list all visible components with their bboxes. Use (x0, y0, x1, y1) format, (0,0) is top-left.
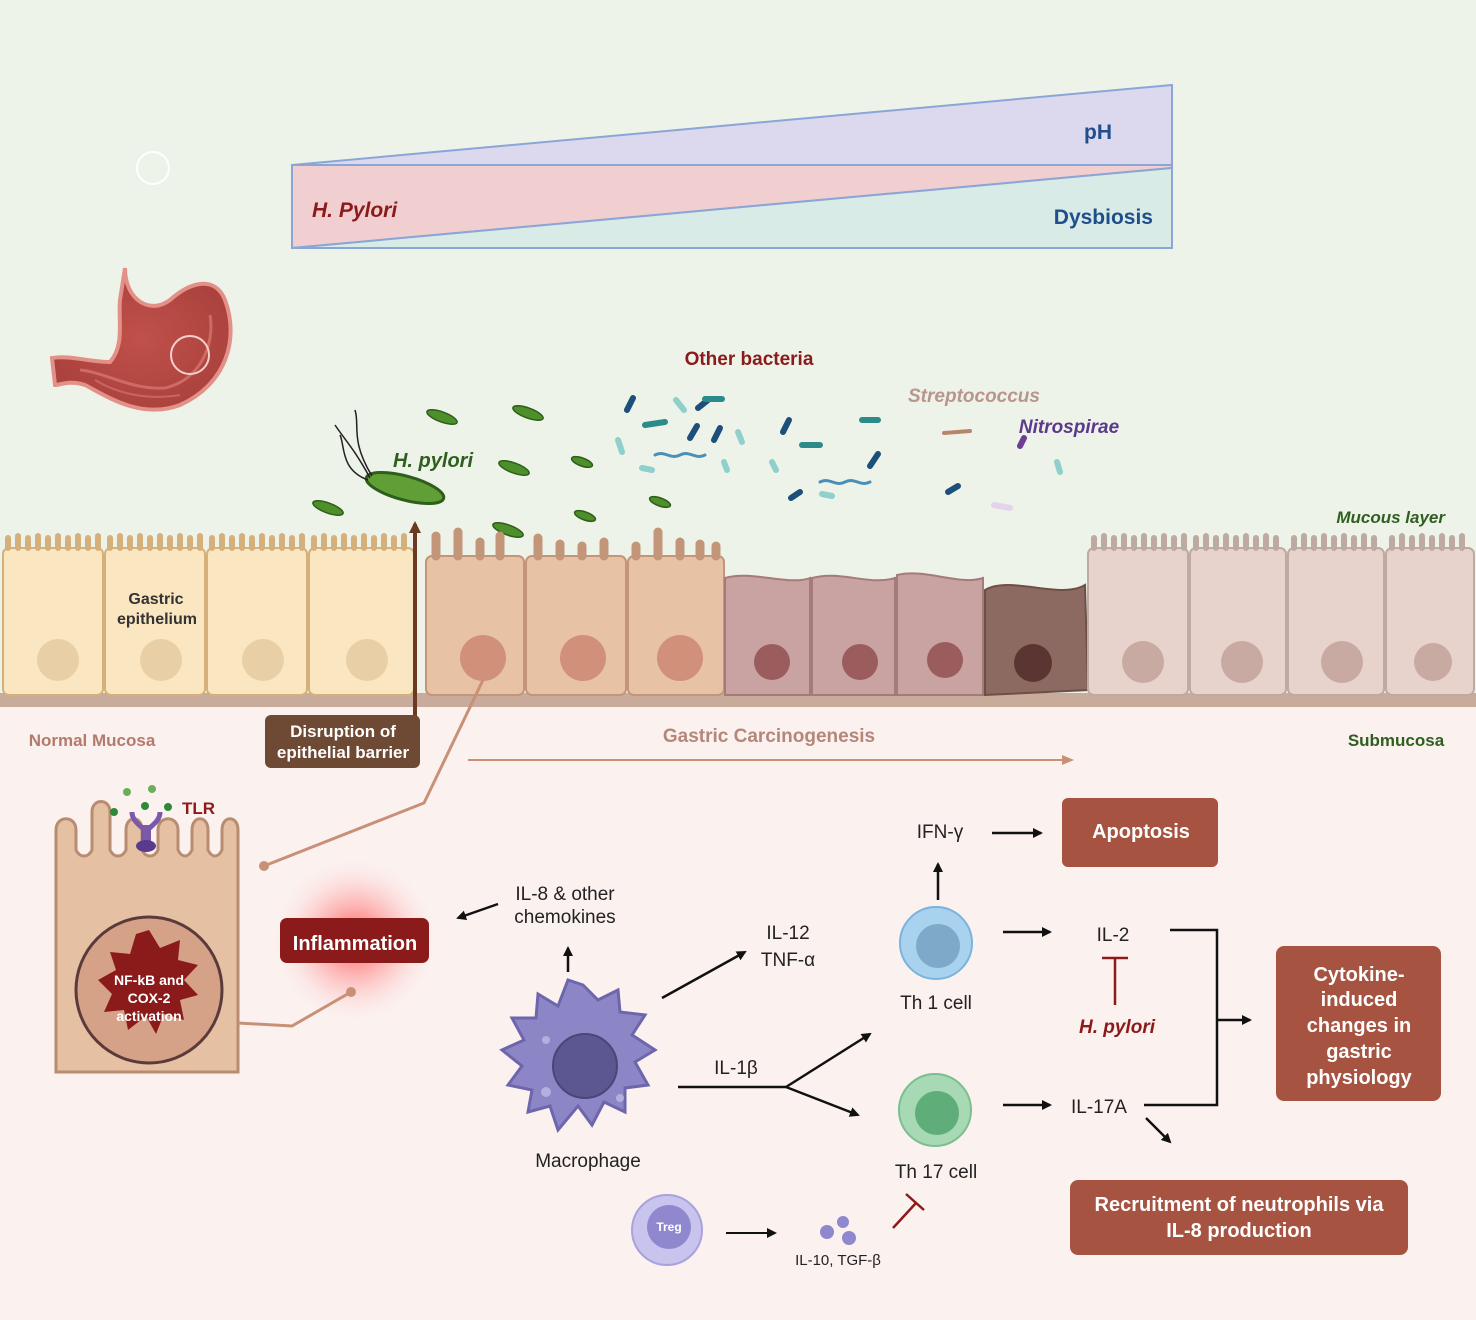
macrophage-label: Macrophage (535, 1151, 641, 1172)
convergence-bracket (1144, 928, 1219, 1107)
cytokine-label-5: physiology (1306, 1067, 1412, 1089)
il8-label-1: IL-8 & other (515, 884, 615, 905)
hpylori-gradient-label: H. Pylori (312, 199, 398, 222)
nfkb-label-1: NF-kB and (114, 972, 184, 988)
microvilli-normal (5, 533, 407, 551)
cytokine-label-3: changes in (1307, 1015, 1411, 1037)
tlr-label: TLR (182, 799, 215, 818)
th1-label: Th 1 cell (900, 993, 972, 1014)
enlarged-epithelial-cell: NF-kB and COX-2 activation TLR (54, 785, 240, 1074)
il10-label: IL-10, TGF-β (795, 1252, 881, 1269)
recruitment-box (1070, 1180, 1408, 1255)
il1b-label: IL-1β (714, 1058, 758, 1079)
inflammation-box (280, 918, 429, 963)
apoptosis-box (1062, 798, 1218, 867)
streptococcus-label: Streptococcus (908, 386, 1040, 407)
callout-line (263, 679, 485, 868)
other-bacteria-label: Other bacteria (685, 349, 814, 370)
recruitment-label-1: Recruitment of neutrophils via (1095, 1194, 1385, 1216)
hpylori-inhibit-label: H. pylori (1079, 1017, 1156, 1038)
nfkb-burst-icon (98, 930, 198, 1034)
ifng-label: IFN-γ (917, 822, 964, 843)
carcinogenesis-label: Gastric Carcinogenesis (663, 726, 875, 747)
microvilli-inflamed (431, 527, 721, 561)
hpylori-bacteria-label: H. pylori (393, 450, 473, 472)
il1b-to-th17-arrow (785, 1085, 860, 1117)
macrophage-to-il12-arrow (661, 950, 747, 1000)
to-recruitment-arrow (1145, 1117, 1172, 1144)
disruption-label-1: Disruption of (290, 722, 396, 741)
th17-label: Th 17 cell (895, 1162, 977, 1183)
gastric-epithelium-label-1: Gastric (128, 591, 183, 608)
treg-label: Treg (656, 1220, 681, 1234)
submucosa-label: Submucosa (1348, 731, 1445, 750)
disruption-box (265, 715, 420, 768)
inflammation-label: Inflammation (293, 933, 417, 955)
normal-mucosa-label: Normal Mucosa (29, 731, 156, 750)
macrophage-icon (499, 978, 658, 1134)
nfkb-label-3: activation (116, 1008, 181, 1024)
cytokine-dots-icon (820, 1216, 856, 1245)
cytokine-label-4: gastric (1326, 1041, 1392, 1063)
il12-label: IL-12 (766, 923, 809, 944)
cytokine-label-1: Cytokine- (1313, 964, 1404, 986)
bacteria-cluster: Other bacteria Streptococcus Nitrospirae… (312, 349, 1120, 538)
il8-to-inflammation-arrow (456, 902, 499, 921)
cancer-cell (984, 583, 1090, 697)
disruption-label-2: epithelial barrier (277, 743, 410, 762)
il8-label-2: chemokines (514, 907, 615, 928)
basement-membrane (0, 693, 1476, 707)
il17a-label: IL-17A (1071, 1097, 1127, 1118)
stomach-icon (49, 267, 233, 412)
magnify-circle-icon (136, 151, 170, 185)
microvilli-gray (1091, 533, 1465, 551)
nfkb-label-2: COX-2 (128, 990, 171, 1006)
dysbiosis-wedge (291, 166, 1173, 249)
tlr-receptor-icon (110, 785, 172, 852)
gastric-epithelium-label-2: epithelium (117, 611, 197, 628)
treg-inhibit-line (892, 1202, 917, 1229)
ph-label: pH (1084, 121, 1112, 144)
epithelium: Gastric epithelium Mucous layer (2, 508, 1475, 697)
gradient-panel: pH H. Pylori Dysbiosis (291, 83, 1173, 250)
cytokine-box (1276, 946, 1441, 1101)
il2-label: IL-2 (1097, 925, 1130, 946)
cytokine-label-2: induced (1321, 989, 1398, 1011)
hpylori-large-bacterium-icon (334, 409, 446, 506)
apoptosis-label: Apoptosis (1092, 821, 1190, 843)
mucous-layer-label: Mucous layer (1336, 508, 1446, 527)
recruitment-label-2: IL-8 production (1166, 1220, 1312, 1242)
tnfa-label: TNF-α (761, 950, 815, 971)
dysbiosis-label: Dysbiosis (1054, 206, 1153, 229)
nitrospirae-label: Nitrospirae (1019, 417, 1120, 438)
il1b-to-th1-arrow (785, 1032, 872, 1089)
